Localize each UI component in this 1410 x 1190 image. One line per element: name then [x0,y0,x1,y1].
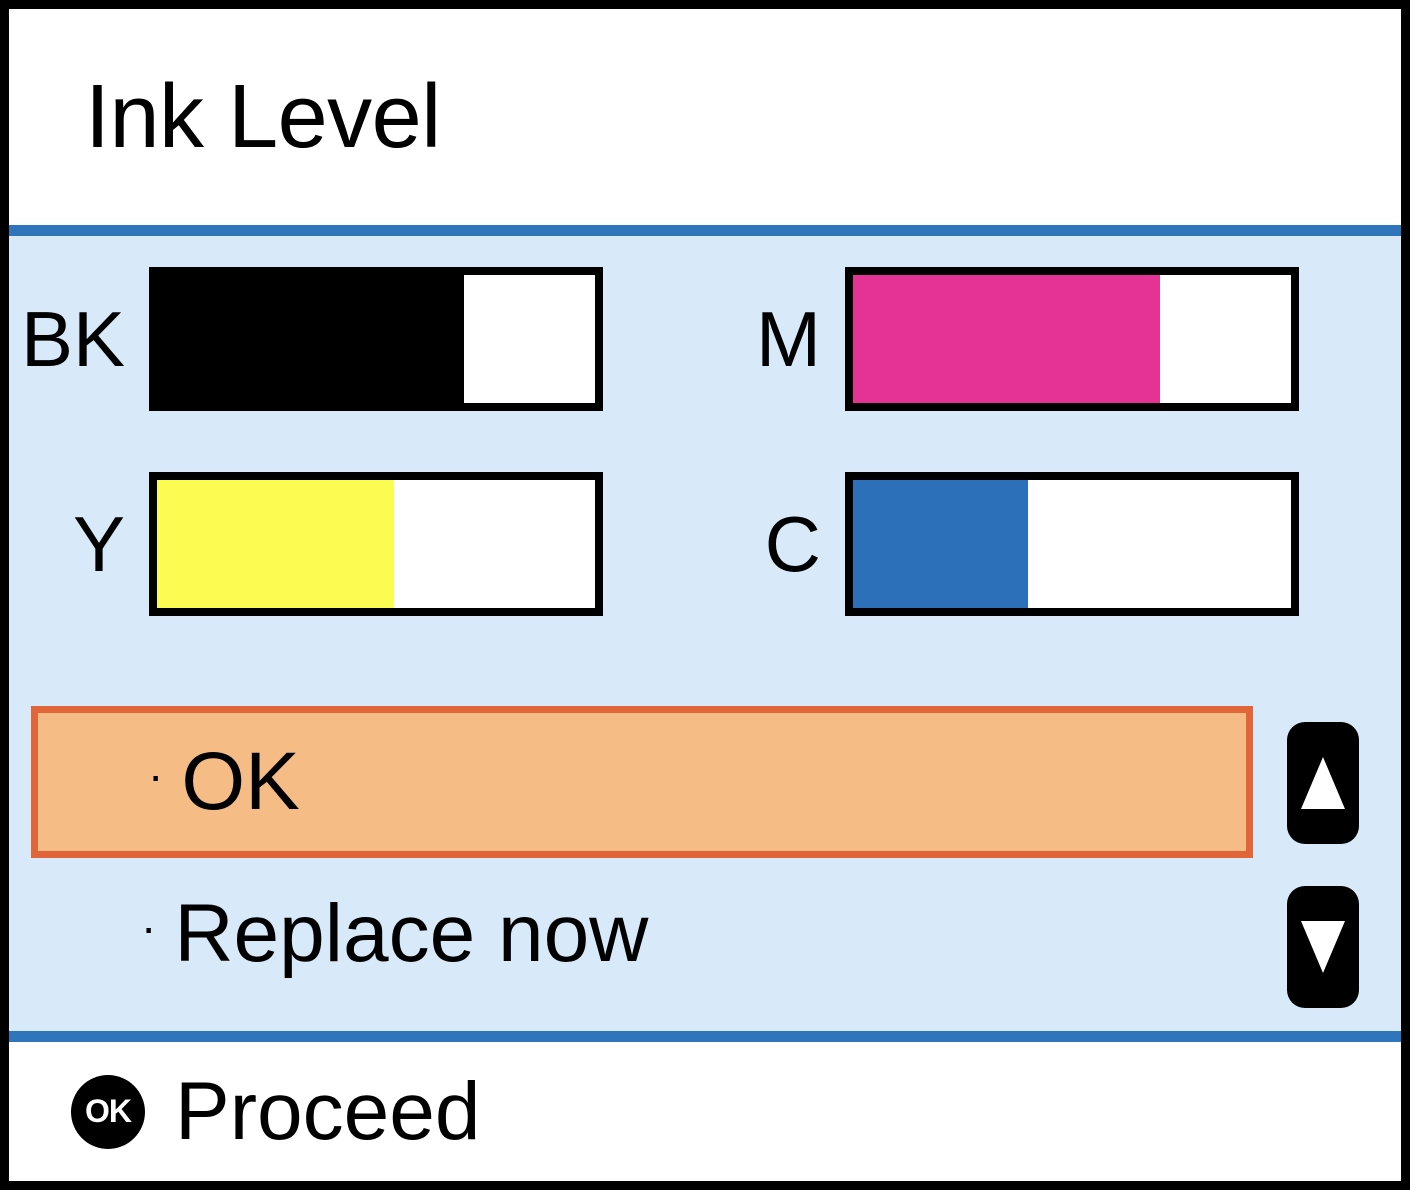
ink-gauge-bk: BK [9,266,705,411]
ink-row-bottom: Y C [9,441,1401,646]
ink-gauge-fill-bk [157,274,464,403]
page-title: Ink Level [85,67,441,167]
ink-gauge-bar-m [845,266,1299,411]
content-panel: BK M Y [9,236,1401,1031]
ink-label-c: C [764,499,821,588]
header: Ink Level [9,9,1401,225]
ink-row-top: BK M [9,236,1401,441]
ink-gauge-bar-y [149,471,603,616]
scroll-up-button[interactable] [1287,722,1359,844]
ink-gauge-fill-c [853,479,1029,608]
ink-label-m: M [756,294,821,383]
footer: OK Proceed [9,1042,1401,1181]
option-label-replace-now: Replace now [174,888,649,979]
ink-gauge-fill-y [157,479,394,608]
ink-gauge-c: C [705,471,1401,616]
ink-gauge-bar-c [845,471,1299,616]
option-label-ok: OK [181,736,300,827]
scroll-arrow-group [1287,722,1359,1050]
ink-gauge-m: M [705,266,1401,411]
ok-button-icon[interactable]: OK [71,1074,145,1149]
triangle-up-icon [1299,751,1347,815]
scroll-down-button[interactable] [1287,886,1359,1008]
footer-action-label: Proceed [175,1065,481,1157]
option-item-ok[interactable]: · OK [31,706,1253,858]
bullet-icon: · [141,901,157,953]
triangle-down-icon [1299,915,1347,979]
ink-label-y: Y [72,499,125,588]
footer-divider [9,1031,1401,1042]
ink-level-grid: BK M Y [9,236,1401,646]
ink-gauge-bar-bk [149,266,603,411]
ink-gauge-fill-m [853,274,1160,403]
ink-gauge-y: Y [9,471,705,616]
bullet-icon: · [148,749,164,801]
option-list: · OK · Replace now [9,706,1401,1010]
header-divider [9,225,1401,236]
option-item-replace-now[interactable]: · Replace now [31,858,1379,1010]
ink-label-bk: BK [20,294,125,383]
